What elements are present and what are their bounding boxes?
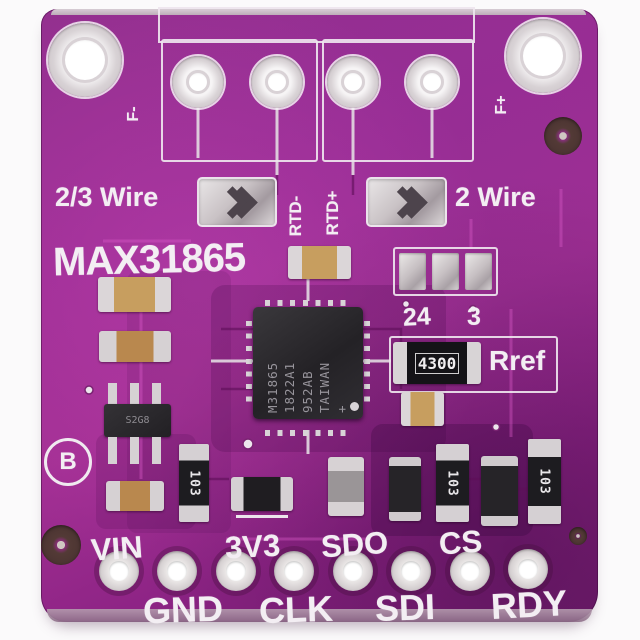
pin-hole-cs	[450, 551, 490, 591]
pin-label-gnd: GND	[142, 587, 224, 632]
silkscreen-line	[236, 515, 288, 518]
ic-marking-line: TAIWAN	[316, 361, 332, 413]
ic-marking-line: 952AB	[299, 370, 315, 413]
pin-label-rdy: RDY	[489, 582, 569, 627]
terminal-hole-4	[406, 56, 458, 108]
transistor	[481, 456, 518, 526]
resistor-code: 103	[444, 469, 460, 497]
terminal-outline-top	[158, 7, 475, 43]
ic-marking-line: M31865	[265, 361, 280, 413]
capacitor	[328, 457, 364, 516]
mounting-hole-top-right	[506, 19, 580, 93]
solder-jumper-right	[366, 177, 447, 227]
pin-hole-sdi	[391, 551, 431, 591]
ic-marking-line: +	[334, 404, 349, 413]
ic-pins-right	[364, 321, 370, 409]
capacitor	[401, 392, 444, 426]
logo-letter: B	[59, 448, 77, 475]
ic-pins-left	[246, 321, 252, 409]
capacitor	[99, 331, 171, 362]
terminal-hole-2	[251, 56, 303, 108]
brand-logo: B	[44, 438, 92, 486]
ic-marking: M31865 1822A1 952AB TAIWAN +	[264, 313, 352, 413]
pin-label-sdo: SDO	[319, 524, 390, 565]
rref-resistor-code: 4300	[414, 352, 460, 374]
wire-mode-right-label: 2 Wire	[455, 182, 536, 212]
terminal-outline-left	[161, 39, 318, 162]
board-bottom-edge	[47, 609, 592, 622]
solder-jumper-left	[197, 177, 277, 227]
solder-jumper-wire-count	[393, 247, 498, 296]
terminal-hole-1	[172, 56, 224, 108]
pin-hole-vin	[99, 551, 139, 591]
resistor-code: 103	[536, 468, 552, 495]
pin-label-3v3: 3V3	[224, 527, 282, 566]
pin-label-cs: CS	[437, 523, 484, 562]
mounting-hole-bore	[520, 33, 566, 79]
resistor-code: 103	[186, 469, 202, 497]
pin-hole-sdo	[333, 551, 373, 591]
via-bottom-right	[569, 527, 587, 545]
mounting-hole-bore	[62, 37, 108, 83]
pin-label-vin: VIN	[89, 529, 144, 568]
pin-label-sdi: SDI	[374, 585, 436, 630]
max31865-ic: M31865 1822A1 952AB TAIWAN +	[253, 307, 363, 419]
wire-mode-left-label: 2/3 Wire	[55, 182, 159, 212]
rref-label: Rref	[489, 345, 546, 376]
ic-marking-line: 1822A1	[282, 361, 298, 413]
via-top-right	[544, 117, 582, 155]
capacitor	[106, 481, 164, 511]
resistor: 103	[436, 444, 469, 522]
jumper-pad	[399, 253, 426, 290]
resistor: 103	[179, 444, 209, 522]
via-bottom-left	[41, 525, 81, 565]
force-plus-label: F+	[493, 95, 510, 115]
mounting-hole-top-left	[48, 23, 122, 97]
pin-label-clk: CLK	[258, 587, 334, 632]
jumper-right-label: 3	[467, 303, 481, 331]
ic-pin1-dot	[350, 402, 359, 411]
voltage-regulator: S2G8	[104, 404, 171, 437]
jumper-left-label: 24	[402, 302, 432, 332]
jumper-pad	[432, 253, 459, 290]
board-top-edge	[51, 9, 586, 15]
part-number-label: MAX31865	[52, 235, 246, 285]
capacitor	[98, 277, 171, 312]
regulator-marking: S2G8	[125, 415, 150, 426]
rtd-plus-label: RTD+	[323, 190, 342, 236]
jumper-pad	[465, 253, 492, 290]
regulator-leads-top	[108, 383, 162, 404]
rref-outline	[389, 336, 558, 393]
pcb-board: F- F+ 2/3 Wire RTD- RTD+ 2 Wire MAX31865…	[41, 7, 598, 631]
pin-hole-clk	[274, 551, 314, 591]
ic-pins-top	[265, 300, 353, 306]
capacitor	[288, 246, 351, 279]
pin-hole-rdy	[508, 549, 548, 589]
rref-resistor: 4300	[393, 342, 481, 384]
force-minus-label: F-	[125, 106, 142, 122]
terminal-hole-3	[327, 56, 379, 108]
transistor	[389, 457, 421, 521]
ic-pins-bottom	[265, 430, 353, 436]
pin-hole-gnd	[157, 551, 197, 591]
pin-hole-3v3	[216, 551, 256, 591]
terminal-outline-right	[322, 39, 474, 162]
diode	[231, 477, 293, 511]
resistor: 103	[528, 439, 561, 524]
regulator-leads-bottom	[108, 437, 162, 464]
